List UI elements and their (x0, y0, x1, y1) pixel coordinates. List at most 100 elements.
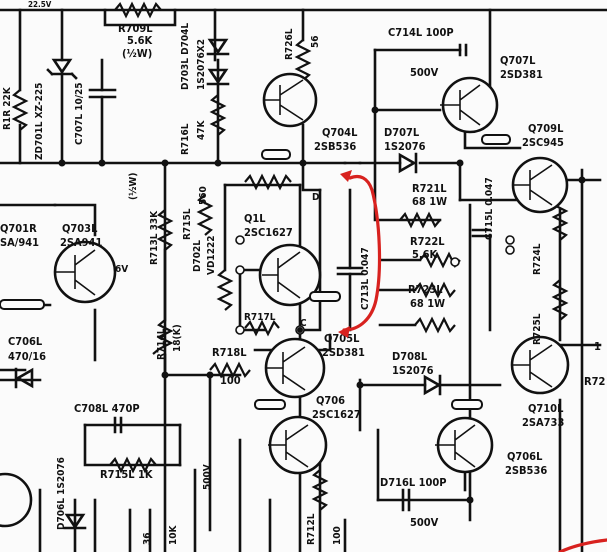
label-r724l: R724L (532, 243, 543, 275)
label-bottom-36: 36 (142, 532, 153, 545)
resistor-r712l (311, 469, 329, 511)
label-r721l-val: 68 1W (412, 195, 447, 208)
label-zd701l: ZD701L XZ-225 (34, 83, 45, 160)
label-pot-d: D (312, 192, 319, 203)
label-q707l-part: 2SD381 (500, 68, 543, 81)
label-q701r-part: SA/941 (0, 236, 39, 249)
label-r715l-val: 560 (198, 186, 209, 205)
label-r712l-val: 100 (332, 526, 343, 545)
label-r726l-val: 56 (310, 35, 321, 48)
capacitor-c714l (458, 43, 468, 57)
label-r716l-val: 47K (196, 119, 207, 140)
label-c708l: C708L 470P (74, 402, 140, 415)
label-edge-72: R72 (584, 375, 606, 388)
diodes (14, 38, 442, 530)
transistor-q707l (440, 76, 499, 134)
diode-d706l (14, 367, 34, 389)
label-r714l: R714L (156, 328, 167, 360)
label-r725l: R725L (532, 313, 543, 345)
label-r715l-rating: (½W) (128, 173, 139, 200)
resistor-r725l (551, 279, 569, 321)
label-q705l: Q705L (324, 332, 360, 345)
label-q706: Q706 (316, 394, 345, 407)
capacitor-c708l (113, 416, 123, 434)
label-q704l-part: 2SB536 (314, 140, 356, 153)
resistor-r717l (244, 319, 280, 337)
label-q706l-part: 2SB536 (505, 464, 547, 477)
label-q709l-part: 2SC945 (522, 136, 564, 149)
pads (0, 106, 586, 504)
label-q709l: Q709L (528, 122, 564, 135)
label-c707l: C707L 10/25 (74, 82, 85, 145)
label-d708l: D708L (392, 350, 428, 363)
label-d703l: D703L D704L (180, 23, 191, 90)
label-q704l: Q704L (322, 126, 358, 139)
label-q706l: Q706L (507, 450, 543, 463)
label-pot-c: C (300, 318, 307, 329)
diode-d704l (206, 68, 230, 86)
label-d716l-rating: 500V (410, 516, 439, 529)
label-c713l: C713L 0.047 (360, 247, 371, 310)
resistor-r723l (414, 316, 456, 334)
label-c715l: C715L 0.047 (484, 177, 495, 240)
label-r714l-val: 18(K) (172, 324, 183, 352)
label-d708l-part: 1S2076 (392, 364, 434, 377)
label-q707l: Q707L (500, 54, 536, 67)
transistor-q725l (510, 335, 570, 395)
label-d707l: D707L (384, 126, 420, 139)
label-d706l: D706L 1S2076 (56, 457, 67, 530)
resistor-r723b (414, 281, 456, 299)
label-q1l: Q1L (244, 212, 266, 225)
transistor-q705l (264, 337, 326, 399)
label-d707l-part: 1S2076 (384, 140, 426, 153)
label-r715l-1k: R715L 1K (100, 468, 153, 481)
label-q1l-part: 2SC1627 (244, 226, 293, 239)
label-c714l-rating: 500V (410, 66, 439, 79)
resistor-r726l (294, 39, 312, 81)
resistor-r709l (114, 1, 162, 19)
label-r722l: R722L (410, 235, 445, 248)
label-q706-part: 2SC1627 (312, 408, 361, 421)
transistor-left-bottom (0, 472, 33, 528)
transistor-q709l (511, 156, 569, 214)
label-r723l: R723L (408, 283, 443, 296)
red-annotation-bracket (338, 170, 607, 552)
label-q701r: Q701R (0, 222, 37, 235)
transistors (0, 72, 570, 528)
label-r709l: R709L (118, 22, 153, 35)
diode-d707l (398, 152, 418, 174)
label-r713l: R713L 33K (149, 210, 160, 265)
label-r722l-val: 5.6K (412, 248, 438, 261)
resistor-r714l (152, 319, 174, 355)
diode-d708l (423, 374, 442, 396)
resistor-r709-left (11, 89, 29, 131)
transistor-q1l (258, 243, 322, 307)
resistor-r715-1k (109, 456, 157, 474)
transistor-q706 (268, 415, 328, 475)
label-c500v: 500V (202, 464, 213, 490)
label-r718l: R718L (212, 346, 247, 359)
capacitor-d716l (401, 488, 411, 512)
label-edge-1: 1 (594, 340, 601, 353)
label-r709l-val: 5.6K (127, 34, 153, 47)
capacitor-c715l (471, 228, 492, 238)
label-c714l: C714L 100P (388, 26, 454, 39)
label-q703l: Q703L (62, 222, 98, 235)
label-q705l-part: 2SD381 (322, 346, 365, 359)
label-left-r: R1R 22K (2, 86, 13, 130)
resistor-r713l (156, 209, 174, 251)
resistor-pot-d (216, 269, 234, 311)
transistor-q703l (53, 240, 117, 304)
label-r723l-val: 68 1W (410, 297, 445, 310)
label-top-rail: 22.5V (28, 0, 52, 9)
label-r718l-val: 100 (220, 374, 241, 387)
label-c706l: C706L (8, 335, 43, 348)
label-q703l-pin: 6V (115, 264, 128, 275)
label-c706l-val: 470/16 (8, 350, 46, 363)
label-r716l: R716L (180, 123, 191, 155)
resistor-r715l (196, 194, 214, 236)
transistor-q706l (435, 416, 494, 474)
label-r717l: R717L (244, 312, 276, 323)
